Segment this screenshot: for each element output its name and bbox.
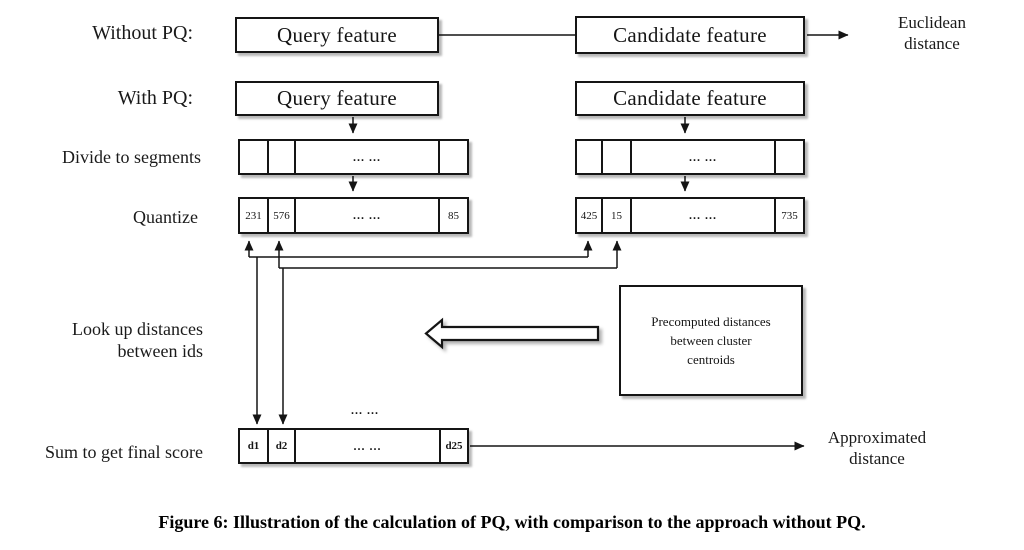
euclidean-distance-text: Euclidean distance — [879, 12, 985, 54]
candidate-feature-box-top: Candidate feature — [575, 16, 805, 54]
block-arrow-precomputed-to-lookup — [424, 317, 600, 350]
segment-cell — [269, 141, 296, 173]
quantize-id-cell: 231 — [240, 199, 269, 232]
segment-cell-dots: ... ... — [296, 141, 440, 173]
segment-cell-dots: ... ... — [632, 141, 776, 173]
quantize-id-cell: 576 — [269, 199, 296, 232]
label-quantize: Quantize — [133, 207, 198, 227]
sum-score-box: d1 d2 ... ... d25 — [238, 428, 469, 464]
label-without-pq: Without PQ: — [92, 22, 193, 44]
sum-cell-d1: d1 — [240, 430, 269, 462]
euclidean-line1: Euclidean — [898, 13, 966, 32]
quantize-dots-cell: ... ... — [632, 199, 776, 232]
precomputed-line3: centroids — [687, 352, 735, 367]
sum-cell-d2: d2 — [269, 430, 296, 462]
segment-cell — [240, 141, 269, 173]
label-sum-final-score: Sum to get final score — [45, 442, 203, 462]
divide-candidate-box: ... ... — [575, 139, 805, 175]
precomputed-line2: between cluster — [670, 333, 752, 348]
label-lookup-line1: Look up distances — [72, 319, 203, 339]
label-divide-to-segments: Divide to segments — [62, 147, 201, 167]
quantize-id-cell: 85 — [448, 209, 459, 222]
divide-query-box: ... ... — [238, 139, 469, 175]
quantize-query-box: 231 576 ... ... 85 — [238, 197, 469, 234]
precomputed-distances-box: Precomputed distances between cluster ce… — [619, 285, 803, 396]
precomputed-line1: Precomputed distances — [651, 314, 771, 329]
quantize-id-cell: 15 — [603, 199, 632, 232]
approximated-distance-text: Approximated distance — [812, 427, 942, 469]
candidate-feature-box-pq: Candidate feature — [575, 81, 805, 116]
dots-above-sum: ... ... — [351, 403, 379, 417]
quantize-dots-cell: ... ... — [296, 199, 440, 232]
label-with-pq: With PQ: — [117, 87, 193, 109]
approximated-line2: distance — [849, 449, 905, 468]
query-feature-box-top: Query feature — [235, 17, 439, 53]
sum-cell-d25: d25 — [445, 440, 463, 452]
quantize-id-cell: 735 — [781, 209, 798, 222]
quantize-candidate-box: 425 15 ... ... 735 — [575, 197, 805, 234]
label-lookup-distances: Look up distances between ids — [20, 318, 203, 362]
label-lookup-line2: between ids — [117, 341, 203, 361]
approximated-line1: Approximated — [827, 428, 927, 447]
segment-cell — [440, 141, 467, 173]
query-feature-box-pq: Query feature — [235, 81, 439, 116]
sum-dots-cell: ... ... — [296, 430, 441, 462]
segment-cell — [776, 141, 803, 173]
euclidean-line2: distance — [904, 34, 960, 53]
figure-caption: Figure 6: Illustration of the calculatio… — [158, 512, 866, 532]
segment-cell — [603, 141, 632, 173]
segment-cell — [577, 141, 603, 173]
quantize-id-cell: 425 — [577, 199, 603, 232]
